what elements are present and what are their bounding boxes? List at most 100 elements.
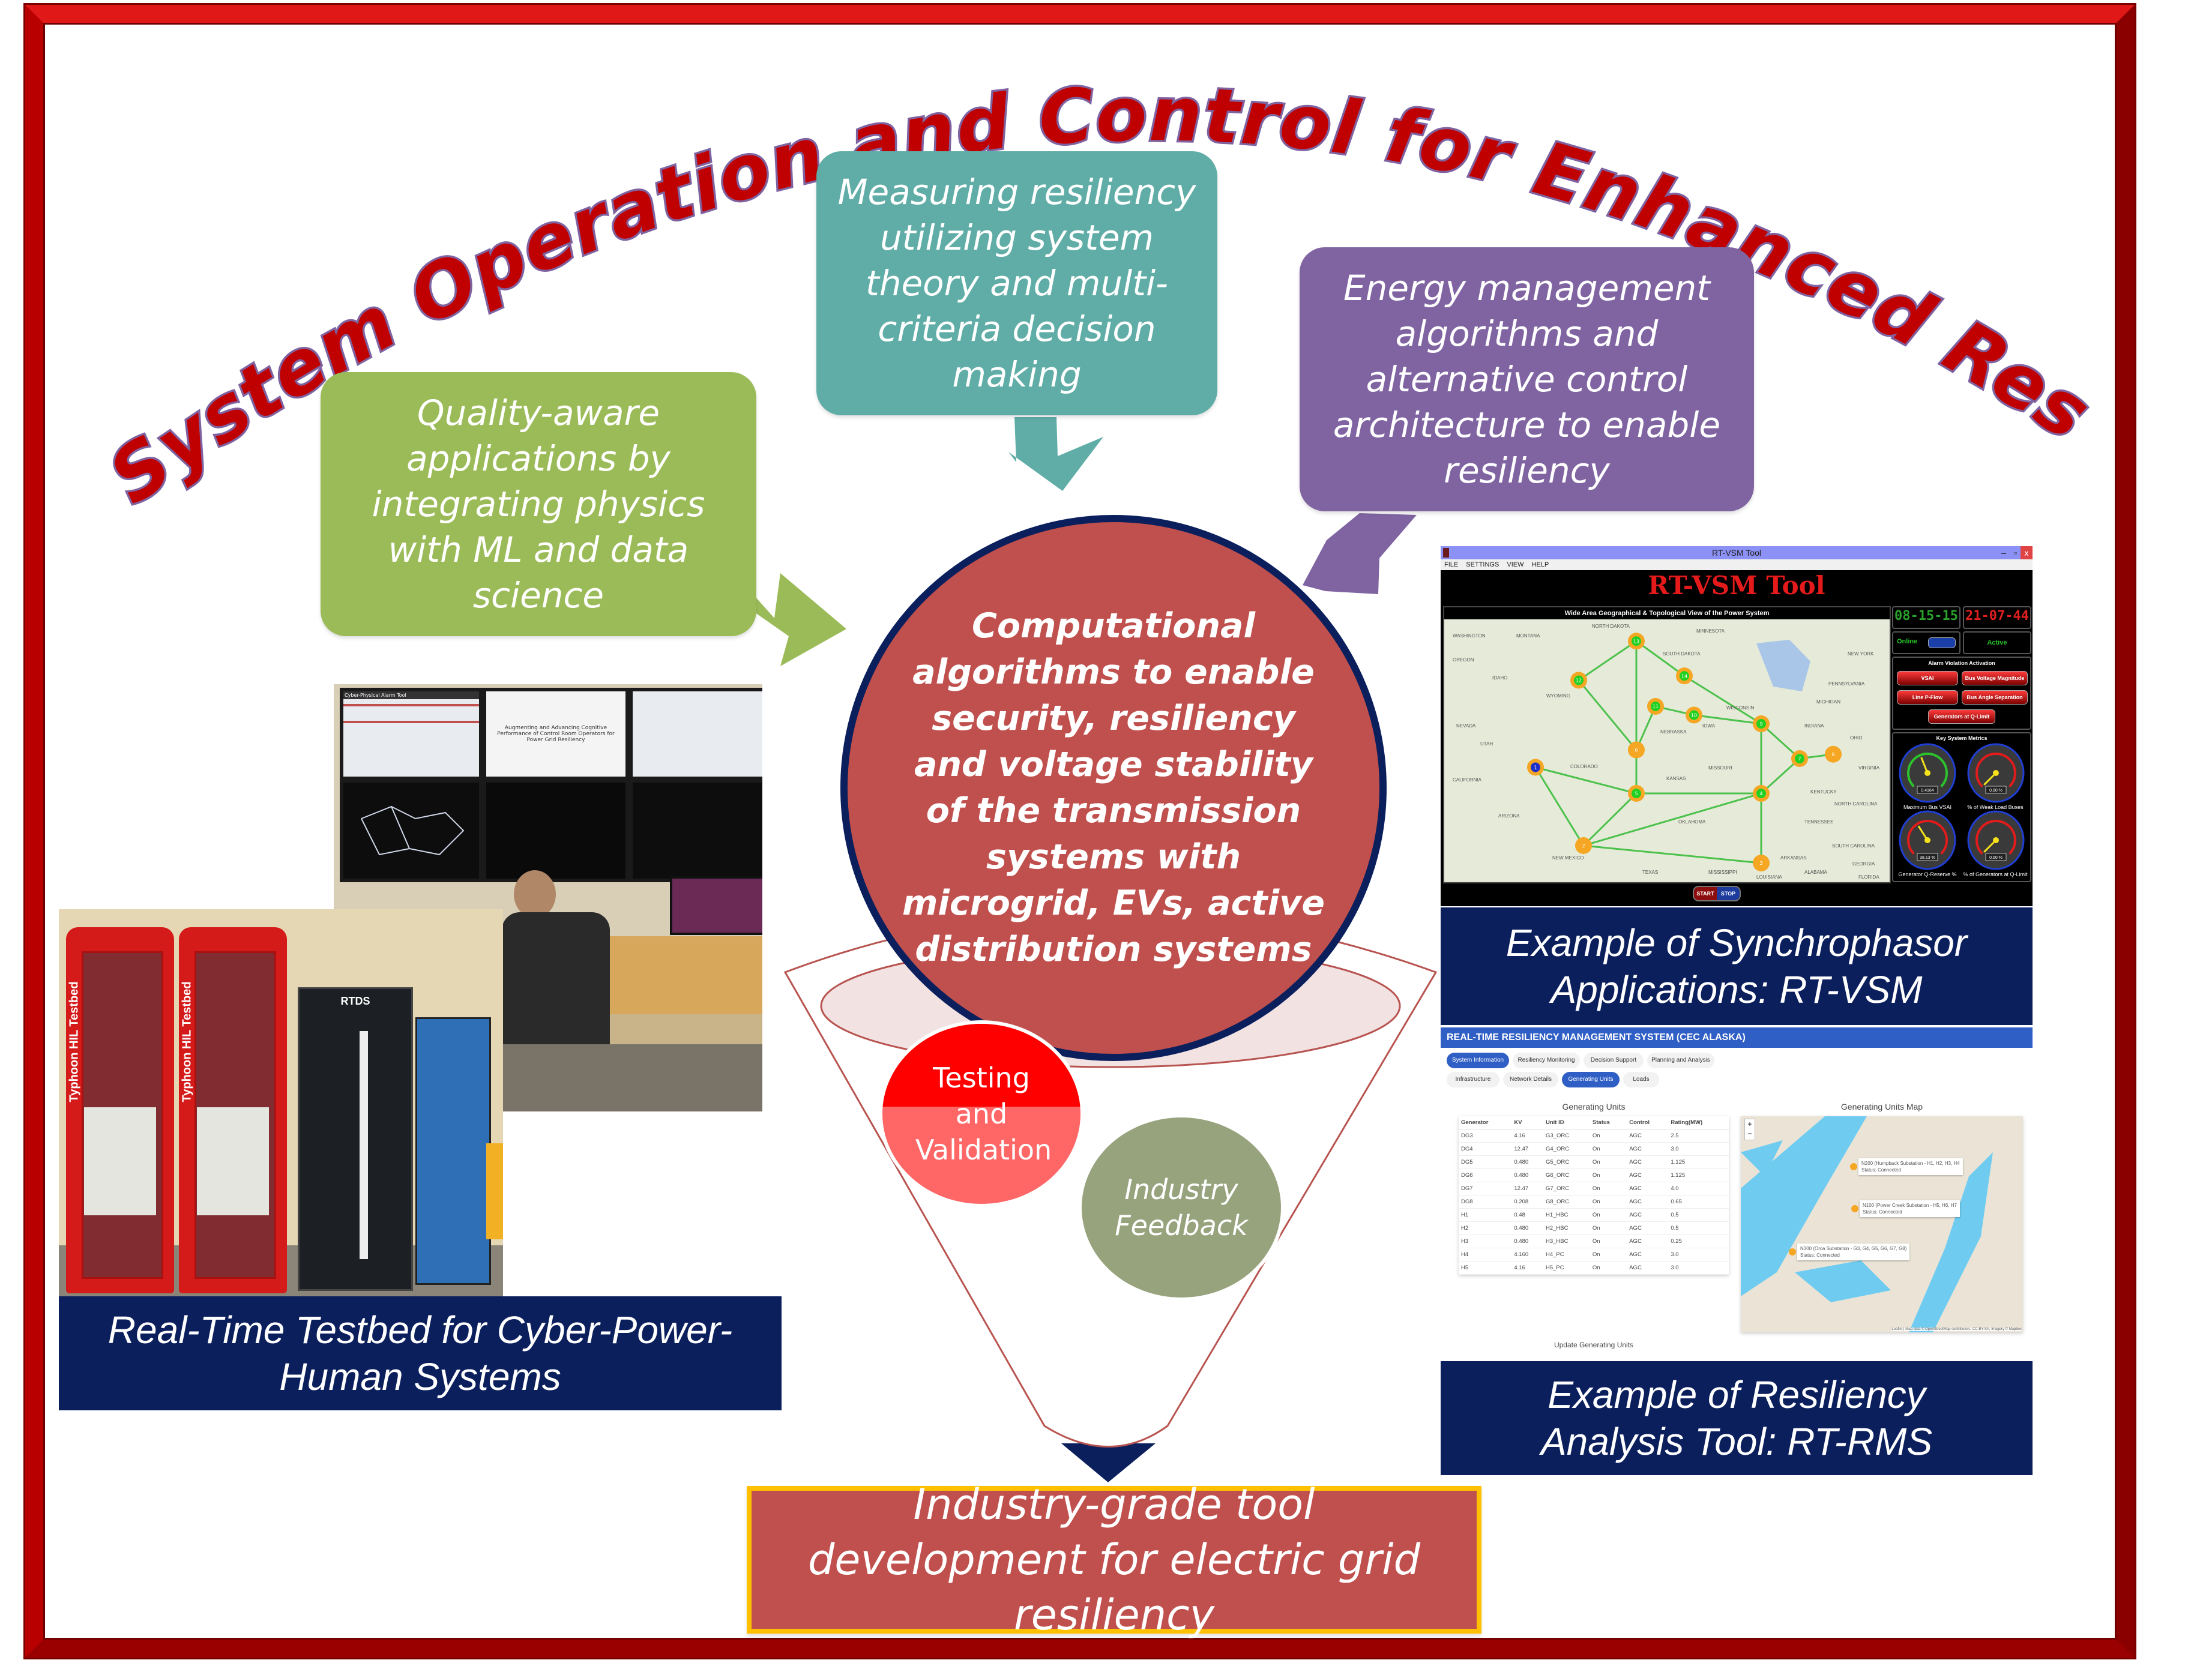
generators-q-limit-button[interactable]: Generators at Q-Limit [1928,709,1995,724]
bus-node[interactable]: 14 [1676,667,1693,685]
line-pflow-button[interactable]: Line P-Flow [1897,690,1958,705]
menu-view[interactable]: VIEW [1507,561,1524,568]
marker-name: N200 (Humpback Substation - H1, H2, H3, … [1861,1161,1960,1166]
green-callout-text: Quality-aware applications by integratin… [372,392,705,616]
cabinet-label: Typhoon HIL Testbed [180,981,194,1102]
monitor-blank [483,779,629,882]
bus-angle-separation-button[interactable]: Bus Angle Separation [1962,690,2028,705]
gauge-hub [1924,837,1930,843]
table-cell: On [1590,1129,1627,1143]
stop-button[interactable]: STOP [1717,887,1740,900]
bus-node[interactable]: 4 [1753,785,1770,802]
bus-node[interactable]: 3 [1753,855,1770,871]
transmission-line [1582,792,1638,847]
map-zoom-in-button[interactable]: + [1747,1120,1752,1128]
tab-loads[interactable]: Loads [1623,1072,1659,1087]
vsai-button[interactable]: VSAI [1897,671,1958,685]
alarm-row-bar [343,721,479,723]
table-cell: AGC [1627,1248,1669,1262]
bus-node[interactable]: 1 [1527,759,1544,776]
gauge-value: 0.00 % [1989,789,2003,793]
tab-network-details[interactable]: Network Details [1503,1072,1558,1087]
map-marker[interactable]: N200 (Humpback Substation - H1, H2, H3, … [1850,1158,1963,1175]
bus-node[interactable]: 9 [1753,715,1770,732]
map-state-label: NEW YORK [1848,651,1874,657]
table-cell: G5_ORC [1543,1155,1590,1169]
start-button[interactable]: START [1694,887,1717,900]
bus-number: 14 [1681,673,1687,679]
gauge-hub [1993,837,1999,843]
gauge-value: 38.13 % [1920,856,1935,860]
alaska-map[interactable]: + − N200 (Humpback Substation - H1, H2, … [1741,1116,2023,1332]
gauge-hub [1993,770,1999,776]
map-state-label: MISSISSIPPI [1708,870,1737,875]
column-header: Status [1590,1116,1627,1129]
bus-node[interactable]: 13 [1628,633,1645,650]
bus-core [1632,789,1641,798]
active-status: Active [1963,631,2031,654]
close-icon[interactable]: x [2021,546,2033,559]
table-cell: 0.480 [1511,1168,1543,1182]
teal-arrow-icon [1008,417,1103,491]
table-cell: AGC [1627,1234,1669,1248]
monitor-title-slide: Augmenting and Advancing Cognitive Perfo… [483,688,629,780]
table-cell: H4 [1459,1248,1512,1262]
bus-node[interactable]: 5 [1628,785,1645,802]
tab-resiliency-monitoring[interactable]: Resiliency Monitoring [1513,1053,1580,1068]
rtrms-caption: Example of Resiliency Analysis Tool: RT-… [1441,1361,2033,1475]
gauge: 0.00 % [1967,810,2025,870]
hil-device [197,1107,269,1215]
map-marker[interactable]: N100 (Power Creek Substation - H5, H6, H… [1851,1200,1960,1217]
map-zoom-out-button[interactable]: − [1747,1129,1752,1138]
bus-node[interactable]: 12 [1570,672,1587,689]
table-cell: AGC [1627,1168,1669,1182]
table-cell: DG8 [1459,1195,1512,1209]
map-state-label: NEW MEXICO [1552,855,1584,861]
table-cell: H5 [1459,1261,1512,1275]
tab-system-information[interactable]: System Information [1447,1053,1509,1068]
table-cell: 4.16 [1511,1129,1543,1143]
menu-file[interactable]: FILE [1444,561,1459,568]
gauge-hub [1924,770,1930,776]
rack-white-strip [360,1031,368,1259]
column-header: Control [1627,1116,1669,1129]
menu-help[interactable]: HELP [1531,561,1549,568]
table-cell: 0.65 [1668,1195,1729,1209]
online-toggle[interactable] [1928,637,1956,648]
tab-decision-support[interactable]: Decision Support [1584,1053,1644,1068]
bus-number: 4 [1759,791,1762,796]
bus-node[interactable]: 11 [1647,698,1664,715]
rtvsm-caption-text: Example of Synchrophasor Applications: R… [1505,921,1968,1011]
restore-icon[interactable]: ▫ [2014,548,2017,558]
online-box: Online [1892,631,1960,654]
tab-infrastructure[interactable]: Infrastructure [1447,1072,1499,1087]
map-state-label: OHIO [1850,735,1862,741]
bus-node[interactable]: 6 [1628,741,1645,759]
tab-planning-analysis[interactable]: Planning and Analysis [1647,1053,1714,1068]
title-slide-text: Augmenting and Advancing Cognitive Perfo… [497,725,615,743]
minimize-icon[interactable]: – [2001,548,2006,558]
tab-generating-units[interactable]: Generating Units [1562,1072,1620,1087]
bus-node[interactable]: 8 [1825,745,1842,763]
bus-node[interactable]: 10 [1686,706,1702,724]
start-stop-control: START STOP [1693,886,1741,901]
map-state-label: IOWA [1702,723,1716,729]
map-state-label: ARKANSAS [1780,855,1807,861]
bus-number: 1 [1534,765,1537,771]
table-cell: 2.5 [1668,1129,1729,1143]
marker-name: N300 (Orca Substation - G3, G4, G5, G6, … [1800,1246,1907,1251]
grid-diagram-icon [361,805,465,856]
bus-node[interactable]: 7 [1791,750,1808,767]
update-generating-units-button[interactable]: Update Generating Units [1554,1341,1634,1349]
map-state-label: WYOMING [1546,693,1570,699]
wide-area-map[interactable]: Wide Area Geographical & Topological Vie… [1443,606,1891,883]
map-marker[interactable]: N300 (Orca Substation - G3, G4, G5, G6, … [1789,1243,1910,1260]
bus-number: 7 [1798,756,1801,762]
bus-voltage-magnitude-button[interactable]: Bus Voltage Magnitude [1962,671,2028,685]
bus-node[interactable]: 2 [1575,837,1592,854]
table-cell: AGC [1627,1129,1669,1143]
menu-settings[interactable]: SETTINGS [1466,561,1499,568]
table-cell: 0.480 [1511,1234,1543,1248]
